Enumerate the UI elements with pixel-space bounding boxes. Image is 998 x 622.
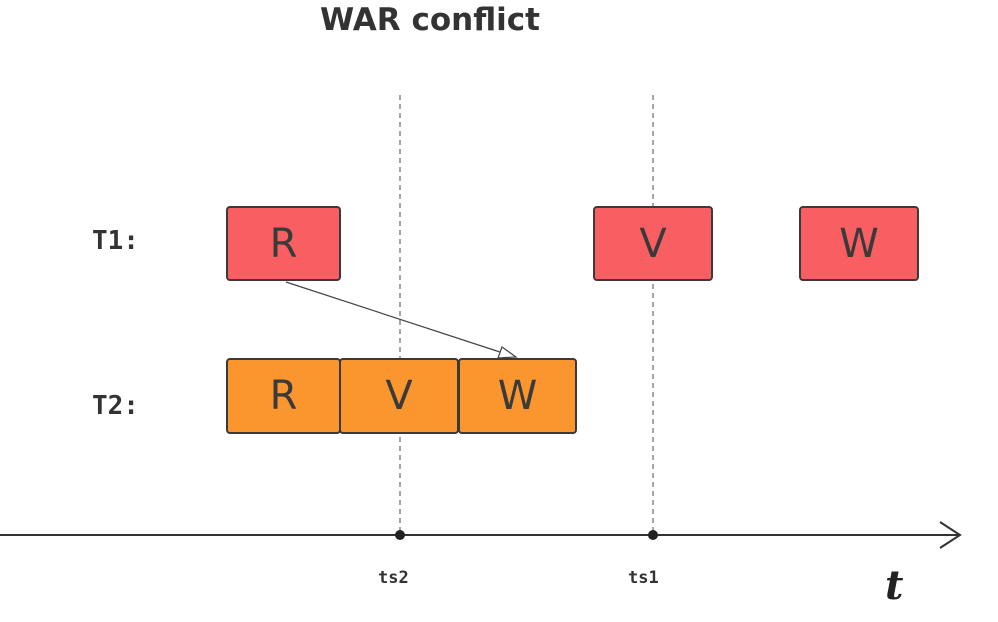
t2-write-box: W bbox=[458, 358, 577, 434]
time-axis-arrowhead bbox=[939, 521, 962, 549]
t2-read-box: R bbox=[226, 358, 341, 434]
ts2-label: ts2 bbox=[378, 568, 409, 588]
row-label-t2: T2: bbox=[92, 391, 139, 421]
t1-write-box: W bbox=[799, 206, 919, 281]
diagram-title: WAR conflict bbox=[320, 2, 540, 38]
ts1-label: ts1 bbox=[628, 568, 659, 588]
t2-validate-box: V bbox=[339, 358, 459, 434]
ts2-dot bbox=[395, 530, 405, 540]
t1-validate-box: V bbox=[593, 206, 713, 281]
time-axis-label: t bbox=[885, 562, 904, 609]
ts1-dot bbox=[648, 530, 658, 540]
row-label-t1: T1: bbox=[92, 226, 139, 256]
t1-read-box: R bbox=[226, 206, 341, 281]
